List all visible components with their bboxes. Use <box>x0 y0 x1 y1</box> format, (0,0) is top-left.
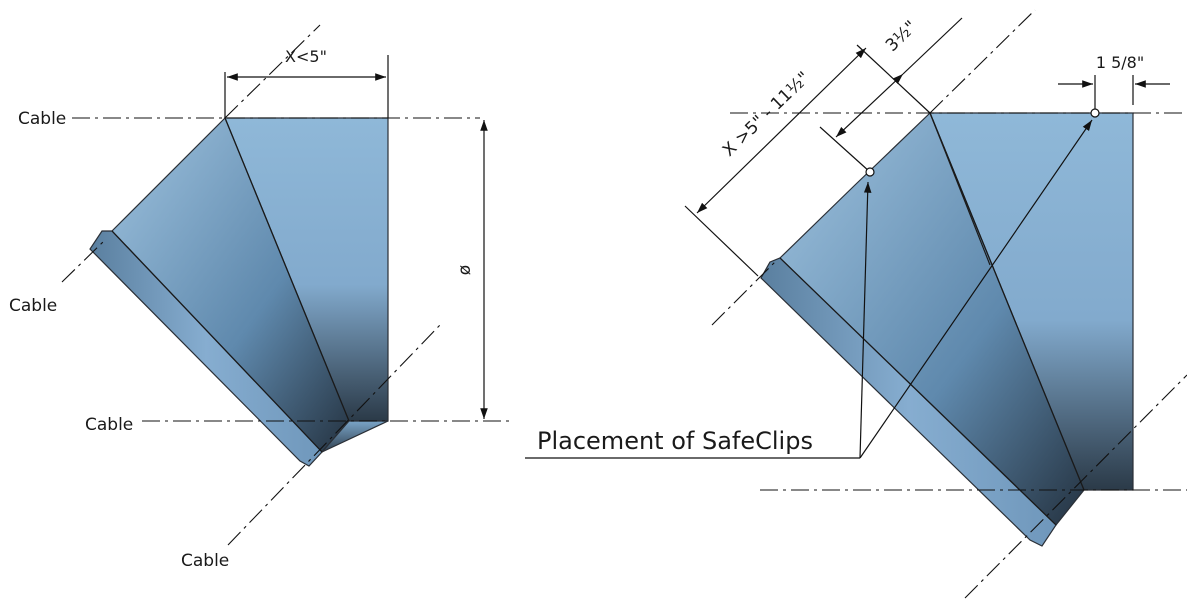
left-x-dimension: X<5" <box>285 47 327 66</box>
cable-label-lower: Cable <box>181 551 229 571</box>
cable-label-left: Cable <box>9 296 57 316</box>
safeclip-marker-upper <box>1090 108 1100 118</box>
edge-dimension: 1 5/8" <box>1096 53 1144 72</box>
right-x-dimension: X >5" - 11½" <box>719 68 814 161</box>
clip-dimension: 3½" <box>882 17 921 56</box>
left-fitting <box>89 116 389 467</box>
cable-label-bottom: Cable <box>85 415 133 435</box>
left-annotations: X<5" ø Cable Cable Cable Cable <box>9 24 510 571</box>
safeclip-placement-label: Placement of SafeClips <box>537 427 813 455</box>
cable-label-top: Cable <box>18 109 66 129</box>
right-annotations: X >5" - 11½" 3½" 1 5/8" Placement of Saf… <box>525 9 1187 599</box>
right-fitting <box>760 111 1134 547</box>
safeclip-marker-lower <box>865 167 875 177</box>
diameter-symbol: ø <box>455 265 475 275</box>
